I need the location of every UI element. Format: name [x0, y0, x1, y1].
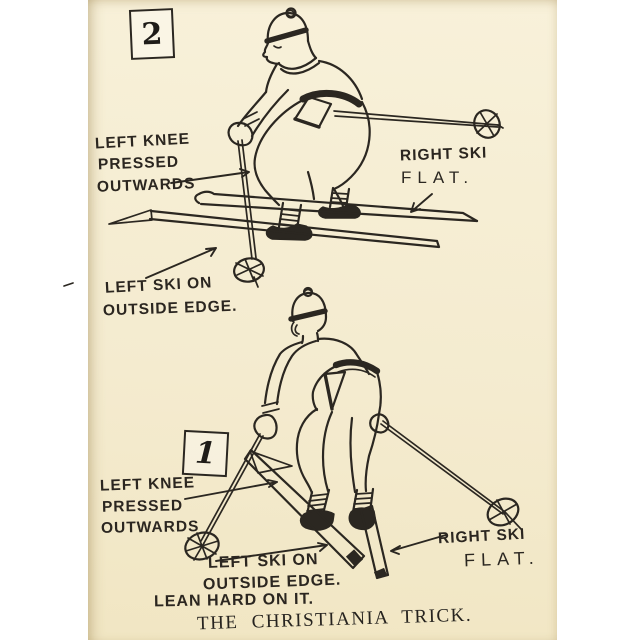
- annotation-fig2-right-ski-line1: RIGHT SKI: [399, 144, 488, 165]
- annotation-fig1-right-ski-line2: FLAT.: [463, 547, 540, 571]
- annotation-fig2-left-knee-line3: OUTWARDS: [96, 175, 196, 196]
- figure-number-box-1: 1: [181, 429, 230, 478]
- annotation-fig1-left-ski-line1: LEFT SKI ON: [207, 551, 319, 572]
- annotation-fig1-left-knee-line3: OUTWARDS: [100, 518, 200, 537]
- annotation-fig1-left-knee-line2: PRESSED: [101, 497, 184, 516]
- annotation-fig2-right-ski-line2: FLAT.: [401, 168, 475, 187]
- annotation-fig1-left-ski-line3: LEAN HARD ON IT.: [153, 590, 315, 611]
- annotation-fig2-left-knee-line2: PRESSED: [97, 153, 180, 174]
- annotation-fig1-left-knee-line1: LEFT KNEE: [99, 474, 196, 495]
- figure-number-box-2: 2: [128, 8, 176, 60]
- stray-pen-mark: [63, 282, 74, 287]
